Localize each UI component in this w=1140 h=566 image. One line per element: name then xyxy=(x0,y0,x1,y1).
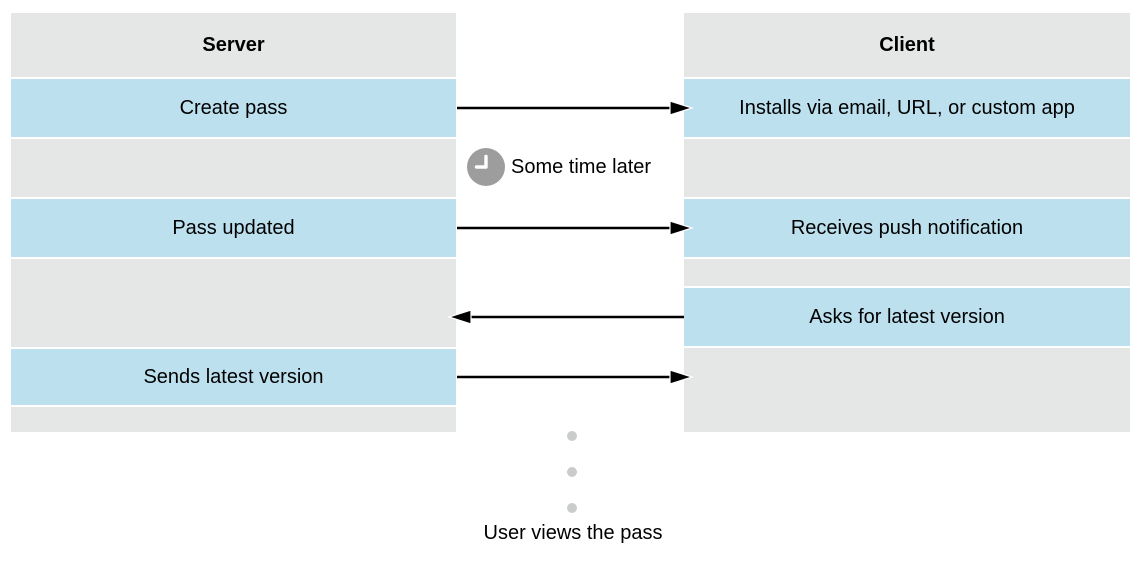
arrow-asks-for-latest-version xyxy=(447,309,684,325)
dot xyxy=(567,503,577,513)
caption: User views the pass xyxy=(483,522,663,544)
clock-icon xyxy=(467,148,505,186)
server-step-sends-latest-version: Sends latest version xyxy=(11,349,456,405)
client-step-receives-push: Receives push notification xyxy=(684,199,1130,257)
server-column: Server Create pass Pass updated Sends la… xyxy=(11,13,456,434)
time-note: Some time later xyxy=(467,148,651,186)
server-empty-row xyxy=(11,139,456,197)
time-note-label: Some time later xyxy=(511,155,652,178)
arrow-pass-updated xyxy=(457,220,694,236)
continuation-dots xyxy=(567,431,577,513)
client-column-header: Client xyxy=(684,13,1130,77)
client-empty-row xyxy=(684,348,1130,432)
dot xyxy=(567,467,577,477)
dot xyxy=(567,431,577,441)
client-column: Client Installs via email, URL, or custo… xyxy=(684,13,1130,434)
arrow-create-pass xyxy=(457,100,694,116)
server-empty-row xyxy=(11,259,456,347)
server-empty-row xyxy=(11,407,456,432)
client-step-asks-latest: Asks for latest version xyxy=(684,288,1130,346)
client-step-installs: Installs via email, URL, or custom app xyxy=(684,79,1130,137)
server-column-header: Server xyxy=(11,13,456,77)
server-step-create-pass: Create pass xyxy=(11,79,456,137)
client-empty-row xyxy=(684,139,1130,197)
arrow-sends-latest-version xyxy=(457,369,694,385)
server-step-pass-updated: Pass updated xyxy=(11,199,456,257)
client-empty-row xyxy=(684,259,1130,286)
